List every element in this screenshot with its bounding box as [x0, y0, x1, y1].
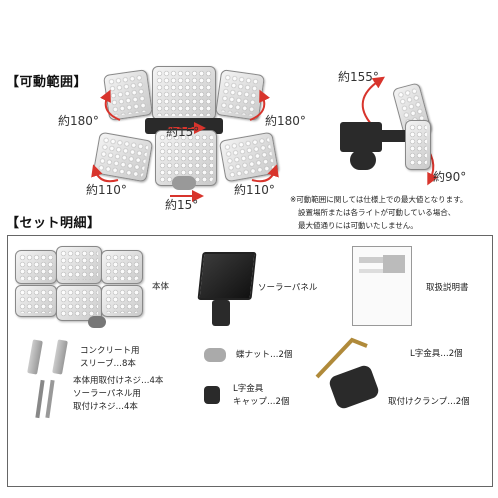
side-lamp-bottom: [405, 120, 431, 170]
set-manual-image: [352, 246, 412, 326]
body-lamp-6: [101, 285, 143, 317]
motion-sensor: [172, 176, 196, 190]
arrow-bottom-left: [91, 164, 119, 183]
arrow-side-top: [361, 76, 385, 126]
label-screw-3: 取付けネジ…4本: [73, 402, 138, 412]
range-label-bottom-left: 約110°: [86, 183, 127, 197]
range-label-top-right: 約180°: [265, 114, 306, 128]
arrow-top-right: [249, 89, 270, 121]
range-section-title: 【可動範囲】: [6, 75, 88, 90]
label-sleeve-2: スリーブ…8本: [80, 359, 136, 369]
side-arm: [378, 130, 408, 142]
solar-panel-stand: [212, 300, 230, 326]
label-main-body: 本体: [152, 282, 170, 292]
side-mount-plate: [340, 122, 382, 152]
body-lamp-5: [56, 285, 102, 321]
body-lamp-4: [15, 285, 57, 317]
solar-panel-face: [197, 252, 257, 300]
label-clamp: 取付けクランプ…2個: [388, 397, 470, 407]
note-line-3: 最大値通りには可動いたしません。: [298, 221, 418, 230]
manual-image: [383, 255, 405, 273]
arrow-top-left: [100, 89, 121, 121]
label-l-bracket: L字金具…2個: [410, 349, 463, 359]
range-label-center-top: 約15°: [166, 125, 200, 139]
side-sensor: [350, 150, 376, 170]
range-label-bottom-right: 約110°: [234, 183, 275, 197]
lamp-bottom-center: [155, 130, 217, 186]
label-sleeve-1: コンクリート用: [80, 346, 140, 356]
manual-line-2: [359, 269, 389, 273]
body-lamp-1: [15, 250, 57, 284]
lamp-top-center: [152, 66, 216, 120]
label-butterfly-nut: 蝶ナット…2個: [236, 350, 293, 360]
manual-line-1: [359, 257, 403, 263]
note-line-2: 設置場所または各ライトが可動している場合、: [298, 208, 456, 217]
range-label-top-left: 約180°: [58, 114, 99, 128]
range-label-side-bottom: 約90°: [433, 170, 467, 184]
set-section-title: 【セット明細】: [6, 216, 101, 231]
label-screw-2: ソーラーパネル用: [73, 389, 141, 399]
set-contents-box: [7, 235, 493, 487]
body-sensor: [88, 316, 106, 328]
set-l-bracket-image: [315, 337, 368, 379]
note-line-1: ※可動範囲に関しては仕様上での最大値となります。: [290, 195, 468, 204]
label-screw-1: 本体用取付けネジ…4本: [73, 376, 164, 386]
label-l-cap-2: キャップ…2個: [233, 397, 290, 407]
arrow-bottom-right: [251, 164, 279, 183]
range-note: ※可動範囲に関しては仕様上での最大値となります。 設置場所または各ライトが可動し…: [290, 193, 467, 232]
label-solar-panel: ソーラーパネル: [258, 283, 318, 293]
set-butterfly-nut-image: [204, 348, 226, 362]
body-lamp-3: [101, 250, 143, 284]
set-l-cap-image: [204, 386, 220, 404]
label-l-cap-1: L字金具: [233, 384, 264, 394]
body-lamp-2: [56, 246, 102, 284]
range-arrows-svg: [91, 76, 439, 202]
range-label-center-bottom: 約15°: [165, 198, 199, 212]
label-manual: 取扱説明書: [426, 283, 469, 293]
range-label-side-top: 約155°: [338, 70, 379, 84]
